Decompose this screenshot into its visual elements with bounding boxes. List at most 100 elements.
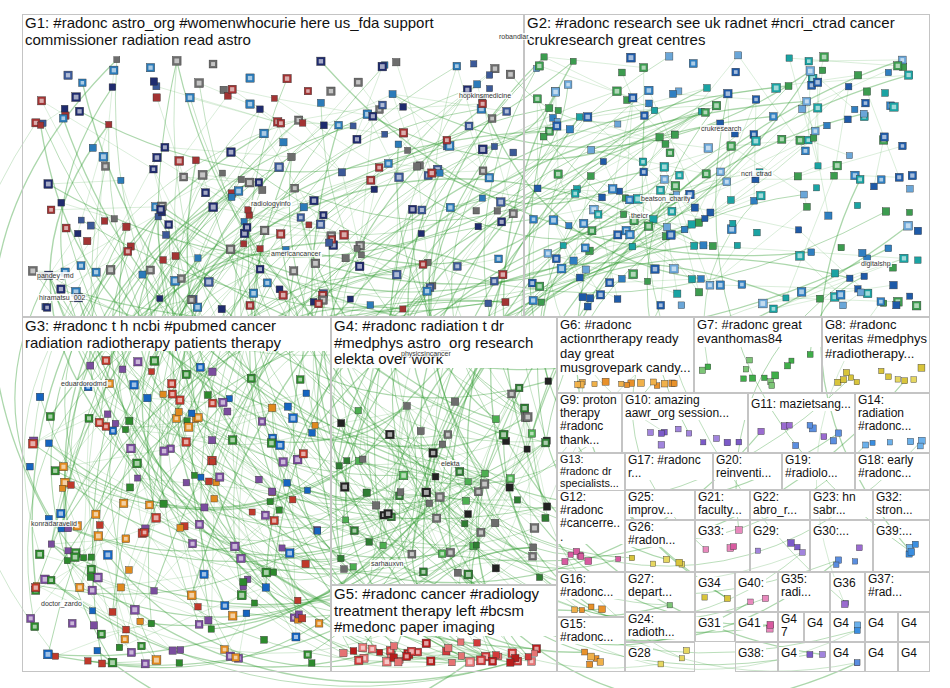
vertex-icon: [806, 67, 815, 76]
vertex-icon: [670, 265, 679, 274]
vertex-icon: [367, 176, 375, 184]
vertex-icon: [130, 605, 139, 614]
vertex-icon: [458, 653, 465, 660]
vertex-icon: [106, 265, 115, 274]
vertex-icon: [724, 439, 731, 446]
vertex-icon-inner: [281, 460, 286, 465]
vertex-icon-inner: [421, 263, 425, 267]
vertex-icon-inner: [77, 109, 81, 113]
vertex-icon: [433, 514, 441, 522]
vertex-icon: [621, 211, 627, 217]
vertex-icon: [126, 417, 133, 424]
vertex-icon-inner: [530, 432, 534, 436]
tie-curve: [142, 533, 383, 570]
vertex-icon: [796, 136, 804, 144]
vertex-icon: [177, 647, 184, 654]
tie-curve: [399, 177, 695, 239]
vertex-icon-inner: [798, 253, 803, 258]
vertex-icon: [228, 612, 237, 621]
vertex-icon-inner: [446, 433, 450, 437]
vertex-icon-inner: [810, 83, 814, 87]
vertex-icon-inner: [63, 480, 68, 485]
vertex-icon-inner: [573, 192, 577, 196]
vertex-icon-inner: [772, 115, 776, 119]
vertex-icon: [911, 377, 917, 383]
tie-curve: [80, 61, 574, 171]
vertex-icon-inner: [498, 200, 503, 205]
tie-curve: [511, 74, 645, 122]
vertex-icon: [707, 209, 714, 216]
vertex-icon: [695, 219, 703, 227]
vertex-icon: [116, 644, 123, 651]
vertex-icon-inner: [148, 503, 152, 507]
vertex-icon-inner: [388, 432, 393, 437]
vertex-icon-inner: [189, 593, 194, 598]
vertex-icon: [514, 497, 520, 503]
vertex-icon: [121, 635, 129, 643]
vertex-icon: [533, 95, 541, 103]
vertex-icon: [486, 72, 493, 79]
vertex-icon-inner: [196, 416, 200, 420]
vertex-icon: [723, 178, 731, 186]
vertex-icon: [279, 545, 285, 551]
vertex-icon-inner: [262, 228, 267, 233]
vertex-icon-inner: [281, 293, 286, 298]
vertex-icon: [228, 85, 236, 93]
vertex-icon-inner: [101, 154, 106, 159]
vertex-icon-inner: [306, 89, 310, 93]
vertex-icon-inner: [490, 117, 494, 121]
vertex-icon: [395, 173, 404, 182]
vertex-icon-inner: [37, 552, 42, 557]
vertex-icon: [27, 614, 35, 622]
vertex-icon-inner: [807, 59, 811, 63]
vertex-icon: [354, 245, 360, 251]
vertex-icon: [854, 202, 860, 208]
vertex-icon: [907, 293, 913, 299]
vertex-icon: [835, 379, 841, 385]
tie-curve: [137, 129, 570, 463]
tie-line: [574, 176, 591, 261]
vertex-icon: [661, 380, 668, 387]
vertex-icon: [255, 179, 263, 187]
vertex-icon: [153, 153, 162, 162]
vertex-icon: [588, 227, 596, 235]
vertex-icon: [724, 89, 733, 98]
vertex-icon: [479, 167, 487, 175]
vertex-icon: [541, 54, 547, 60]
vertex-icon: [422, 639, 430, 647]
vertex-icon-inner: [247, 180, 252, 185]
vertex-icon-inner: [902, 256, 906, 260]
vertex-icon: [366, 539, 373, 546]
vertex-icon: [47, 206, 55, 214]
vertex-icon-inner: [48, 415, 52, 419]
vertex-icon: [195, 604, 202, 611]
vertex-icon: [123, 626, 130, 633]
vertex-icon: [209, 60, 217, 68]
vertex-icon: [807, 352, 813, 358]
vertex-icon: [566, 223, 572, 229]
vertex-icon: [88, 586, 96, 594]
vertex-icon: [819, 67, 826, 74]
tie-line: [56, 630, 127, 657]
vertex-icon: [335, 121, 343, 129]
vertex-icon: [163, 231, 170, 238]
tie-line: [98, 536, 126, 630]
vertex-icon-inner: [329, 89, 333, 93]
vertex-icon: [104, 411, 111, 418]
vertex-icon: [701, 440, 706, 445]
vertex-icon-inner: [653, 267, 658, 272]
vertex-icon-inner: [467, 124, 471, 128]
vertex-icon: [81, 555, 87, 561]
vertex-icon: [350, 648, 357, 655]
vertex-icon: [778, 135, 786, 143]
vertex-icon: [237, 591, 246, 600]
vertex-icon: [666, 231, 675, 240]
vertex-icon: [204, 278, 213, 287]
vertex-icon: [87, 565, 95, 573]
vertex-icon: [702, 170, 710, 178]
vertex-icon-inner: [318, 222, 323, 227]
tie-line: [67, 561, 156, 661]
vertex-icon: [615, 121, 621, 127]
vertex-icon: [117, 584, 124, 591]
vertex-icon: [637, 379, 644, 386]
